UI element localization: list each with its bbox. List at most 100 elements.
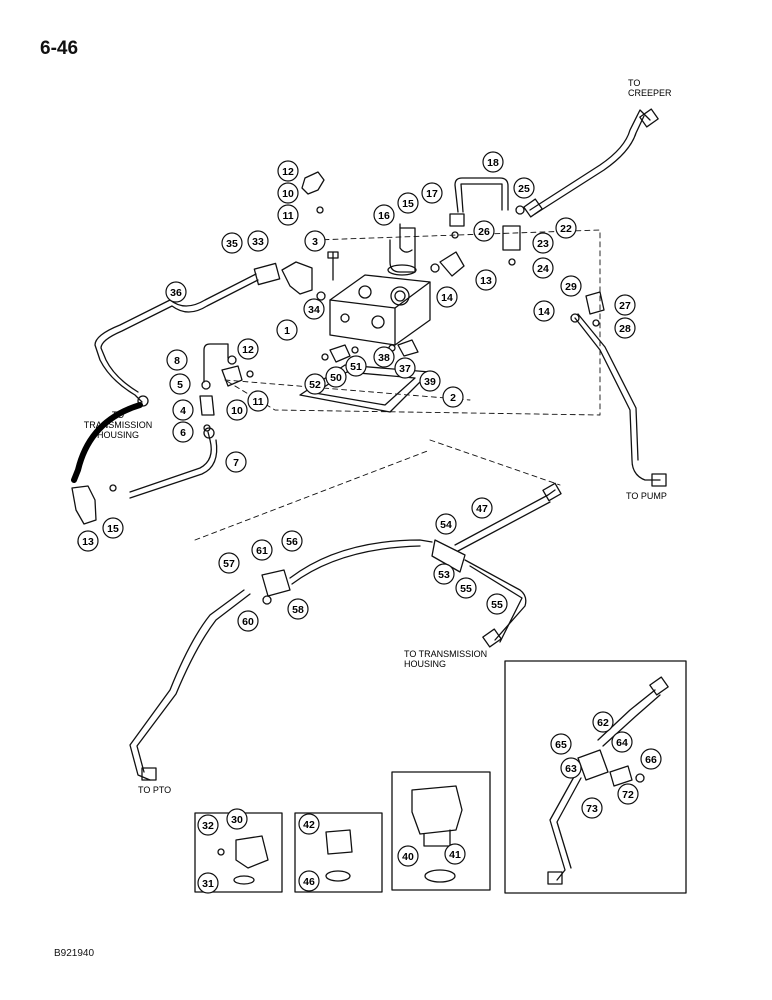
callout-label: 11 <box>252 396 263 408</box>
callout-65: 65 <box>550 733 572 755</box>
callout-label: 62 <box>597 717 609 729</box>
callout-28: 28 <box>614 317 636 339</box>
callout-circle <box>614 294 636 316</box>
callout-57: 57 <box>218 552 240 574</box>
callout-label: 15 <box>402 198 414 210</box>
callout-circle <box>482 151 504 173</box>
callout-circle <box>251 539 273 561</box>
tee-fitting-55 <box>431 539 466 573</box>
callout-label: 1 <box>284 325 290 337</box>
callout-label: 17 <box>426 188 438 200</box>
callout-label: 23 <box>537 238 549 250</box>
callout-15: 15 <box>102 517 124 539</box>
tube-56 <box>464 559 527 641</box>
callout-6: 6 <box>172 421 194 443</box>
callout-circle <box>475 269 497 291</box>
tube-7 <box>129 431 212 493</box>
callout-label: 30 <box>231 814 243 826</box>
callout-label: 13 <box>82 536 94 548</box>
callout-label: 32 <box>202 820 214 832</box>
callout-label: 28 <box>619 323 631 335</box>
callout-label: 10 <box>231 405 243 417</box>
callout-circle <box>102 517 124 539</box>
callout-label: 33 <box>252 236 264 248</box>
callout-label: 55 <box>491 599 503 611</box>
callout-label: 3 <box>312 236 318 248</box>
callout-circle <box>345 355 367 377</box>
callout-circle <box>581 797 603 819</box>
callout-circle <box>592 711 614 733</box>
plug-41 <box>411 785 463 835</box>
tube-23 <box>529 109 651 211</box>
callout-55: 55 <box>486 593 508 615</box>
callout-42: 42 <box>298 813 320 835</box>
callout-label: 14 <box>441 292 453 304</box>
callout-circle <box>218 552 240 574</box>
elbow-fitting-13 <box>71 485 97 525</box>
callout-circle <box>533 300 555 322</box>
callout-label: 57 <box>223 558 235 570</box>
callout-14: 14 <box>436 286 458 308</box>
callout-circle <box>237 610 259 632</box>
valve-block <box>329 274 431 346</box>
callout-14: 14 <box>533 300 555 322</box>
callout-label: 72 <box>622 789 634 801</box>
callout-circle <box>287 598 309 620</box>
tube-8 <box>203 343 229 383</box>
callout-label: 64 <box>616 737 628 749</box>
callout-circle <box>226 808 248 830</box>
callout-circle <box>550 733 572 755</box>
note-to-transmission-housing-left: HOUSING <box>97 430 139 440</box>
callout-30: 30 <box>226 808 248 830</box>
callout-27: 27 <box>614 294 636 316</box>
callout-41: 41 <box>444 843 466 865</box>
callout-circle <box>614 317 636 339</box>
callout-circle <box>281 530 303 552</box>
callout-circle <box>166 349 188 371</box>
elbow-fitting-upper <box>387 223 417 276</box>
inset-box-41 <box>391 771 491 891</box>
tube-57 <box>289 539 433 579</box>
callout-72: 72 <box>617 783 639 805</box>
note-to-creeper: CREEPER <box>628 88 672 98</box>
callout-7: 7 <box>225 451 247 473</box>
callout-52: 52 <box>304 373 326 395</box>
callout-label: 12 <box>242 344 254 356</box>
callout-label: 38 <box>378 352 390 364</box>
callout-10: 10 <box>226 399 248 421</box>
callout-circle <box>247 230 269 252</box>
tube-64 <box>549 774 576 881</box>
callout-32: 32 <box>197 814 219 836</box>
callout-label: 31 <box>202 878 214 890</box>
callout-3: 3 <box>304 230 326 252</box>
callout-label: 51 <box>350 361 362 373</box>
callout-circle <box>486 593 508 615</box>
callout-label: 15 <box>107 523 119 535</box>
callout-17: 17 <box>421 182 443 204</box>
callout-label: 10 <box>282 188 294 200</box>
callout-53: 53 <box>433 563 455 585</box>
callout-66: 66 <box>640 748 662 770</box>
callout-4: 4 <box>172 399 194 421</box>
callout-label: 26 <box>478 226 490 238</box>
callout-circle <box>419 370 441 392</box>
tube-37 <box>94 273 257 403</box>
callout-circle <box>304 373 326 395</box>
callout-label: 12 <box>282 166 294 178</box>
callout-26: 26 <box>473 220 495 242</box>
callout-label: 41 <box>449 849 461 861</box>
callout-circle <box>442 386 464 408</box>
callout-circle <box>172 421 194 443</box>
callout-15: 15 <box>397 192 419 214</box>
fitting-24 <box>502 225 521 251</box>
callout-47: 47 <box>471 497 493 519</box>
callout-label: 18 <box>487 157 499 169</box>
elbow-fitting-small <box>301 171 325 195</box>
callout-label: 42 <box>303 819 315 831</box>
callout-circle <box>555 217 577 239</box>
note-to-transmission-housing-right: HOUSING <box>404 659 446 669</box>
callout-circle <box>276 319 298 341</box>
callout-circle <box>298 813 320 835</box>
tee-fitting-60 <box>261 569 291 597</box>
